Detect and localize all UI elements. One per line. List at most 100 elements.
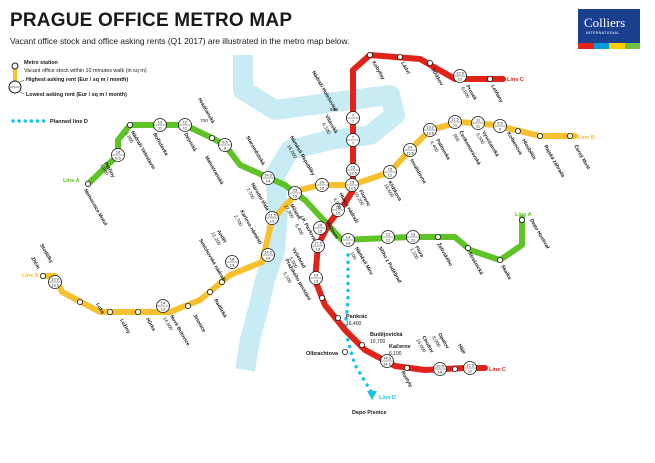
rent-high: 11.5 [451, 117, 459, 122]
station-mustek: 23 15 Můstek 27,900 [282, 186, 303, 221]
logo-bar-blue [593, 43, 609, 49]
rent-high: 15 [351, 165, 356, 170]
station-label: Malostranská [203, 155, 224, 186]
station-marker [40, 272, 47, 279]
station-label: Flora [413, 245, 424, 259]
station-budejovicka: Budějovická 10,700 [358, 332, 403, 348]
rent-low: 15 [293, 194, 298, 199]
rent-high: 14.5 [264, 173, 273, 178]
logo-color-bars [578, 43, 640, 49]
rent-high: 12 [386, 232, 391, 237]
rent-low: 13.5 [348, 186, 357, 191]
station-label: Dejvická [182, 132, 197, 153]
rent-low: 12 [270, 219, 275, 224]
page-title: PRAGUE OFFICE METRO MAP [10, 10, 293, 31]
rent-low: 13 [230, 263, 235, 268]
rent-low: 13.5 [349, 171, 358, 176]
station-marker [358, 341, 365, 348]
station-stock: 8,000 [430, 335, 441, 349]
station-zlicin: Zličín [29, 256, 47, 279]
station-label: Staroměstská [244, 135, 266, 167]
rent-high: 12.5 [456, 71, 465, 76]
rent-low: 16 [438, 370, 443, 375]
rent-high: 19 [320, 180, 325, 185]
station-olbrachtova: Olbrachtova [306, 348, 348, 357]
station-marker [567, 132, 574, 139]
rent-high: 10 [116, 150, 121, 155]
station-depo-pisnice: Depo Písnice [352, 410, 387, 416]
legend-arrow-low [19, 91, 25, 95]
station-label: Hloubětín [520, 138, 537, 161]
rent-high: 15 [336, 205, 341, 210]
station-marker [464, 244, 471, 251]
station-stodulky: 13.9 13.5 Stodůlky [38, 243, 62, 289]
station-stock: 6,100 [389, 351, 402, 357]
station-label: Smíchovské nádraží [197, 238, 227, 283]
station-label: Radlická [212, 298, 228, 319]
rent-low: 13 [161, 307, 166, 312]
station-stock: 5,100 [281, 271, 292, 285]
station-marker [77, 298, 84, 305]
rent-high: 13 [411, 232, 416, 237]
station-pankrac: Pankrác 16,400 [334, 314, 367, 327]
logo-bar-yellow [609, 43, 625, 49]
rent-high: 11 [476, 118, 481, 123]
station-marker [537, 132, 544, 139]
station-nemocnice-motol: Nemocnice Motol [82, 180, 108, 227]
station-label: Roztyly [399, 370, 413, 389]
station-marker [85, 180, 92, 187]
station-label: Invalidovna [408, 158, 427, 185]
rent-low: 7 [352, 141, 355, 146]
station-marker [318, 294, 325, 301]
legend-lowest: Lowest asking rent (Eur / sq m / month) [26, 92, 127, 98]
line-label-b-west: Line B [22, 273, 39, 279]
line-label-d: Line D [379, 395, 396, 401]
station-label: Luka [94, 302, 105, 315]
rent-high: 14 [346, 235, 351, 240]
logo-name: Colliers [584, 15, 626, 30]
station-stock: 4,900 [331, 197, 342, 211]
rent-low: 11 [158, 126, 163, 131]
line-d [343, 253, 374, 395]
station-marker [208, 134, 215, 141]
station-label: Rajská zahrada [542, 144, 566, 179]
station-marker [218, 278, 225, 285]
rent-low: 15 [336, 211, 341, 216]
station-marker [451, 365, 458, 372]
station-stock: 1,100 [408, 247, 419, 261]
station-radlicka: Radlická [206, 288, 228, 319]
station-label: Budějovická [370, 332, 403, 338]
station-label: Jiřího z Poděbrad [376, 245, 402, 284]
station-marker [496, 256, 503, 263]
rent-low: 11 [453, 123, 458, 128]
station-skalka: Skalka [496, 256, 512, 281]
rent-low: 14 [346, 241, 351, 246]
station-stock: 5,500 [474, 132, 485, 146]
station-florenc: 15 13.5 Florenc 10,200 [345, 178, 372, 208]
rent-low: 7 [352, 119, 355, 124]
station-label: Ládví [399, 61, 411, 76]
station-marker [396, 54, 403, 61]
station-label: Depo Hostivař [528, 218, 550, 250]
rent-low: 11 [411, 238, 416, 243]
rent-high: 12.5 [466, 363, 475, 368]
station-rajska-zahrada: Rajská zahrada [537, 132, 566, 179]
rent-high: 12 [158, 120, 163, 125]
station-kolbenova: 9.5 9 Kolbenova [493, 119, 523, 156]
station-label: Kačerov [389, 344, 412, 350]
station-flora: 13 11 Flora 1,100 [406, 230, 425, 261]
station-label: Kobylisy [370, 60, 386, 81]
station-label: Želivského [435, 241, 455, 267]
station-label: Stodůlky [38, 243, 55, 265]
line-label-b-east: Line B [578, 135, 595, 141]
station-label: Háje [456, 343, 467, 355]
rent-low: 13 [316, 247, 321, 252]
station-malostranska: 9.5 9 Malostranská [203, 138, 232, 186]
rent-high: 14.6 [383, 356, 392, 361]
station-stock: 100 [348, 251, 357, 261]
station-marker [366, 52, 373, 59]
station-stock: 2,700 [232, 214, 243, 228]
station-label: Letňany [489, 84, 504, 104]
logo-bar-green [624, 43, 640, 49]
